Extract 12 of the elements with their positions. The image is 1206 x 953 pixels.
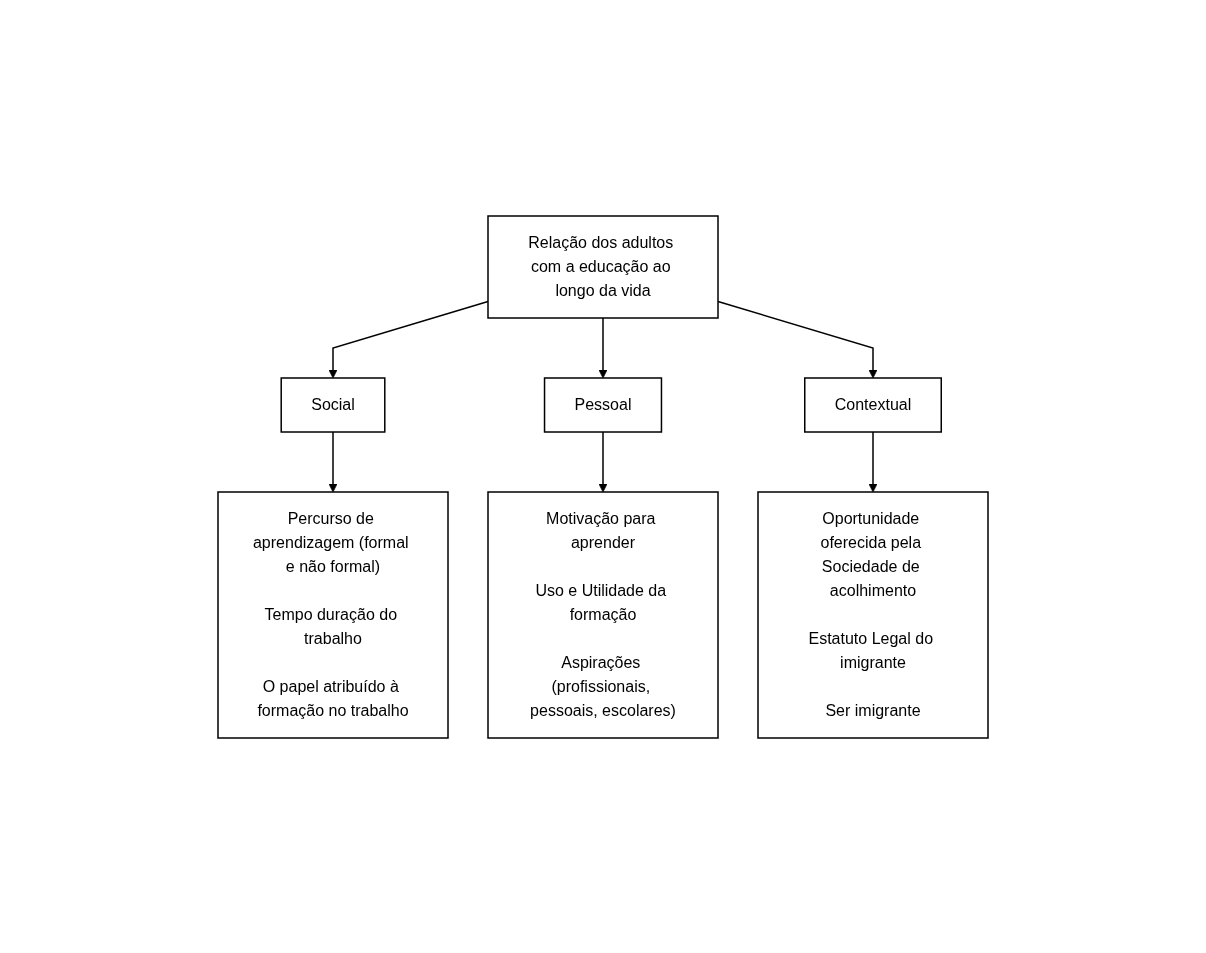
node-box: Relação dos adultos com a educação ao longo da vida [487, 214, 719, 319]
node-box: Contextual [804, 376, 942, 433]
arrow [328, 430, 338, 492]
node-box: Oportunidade oferecida pela Sociedade de acolhimento Estatuto Legal do imigrante Ser imigrante [757, 490, 989, 739]
node-box: Pessoal [543, 376, 663, 433]
arrow [598, 316, 608, 378]
arrow [328, 300, 489, 378]
arrow [598, 430, 608, 492]
arrow [868, 430, 878, 492]
node-box: Percurso de aprendizagem (formal e não formal) Tempo duração do trabalho O papel atribuído à formação no trabalho [217, 490, 449, 739]
node-box: Social [280, 376, 386, 433]
node-box: Motivação para aprender Uso e Utilidade da formação Aspirações (profissionais, pessoais, escolares) [487, 490, 719, 739]
